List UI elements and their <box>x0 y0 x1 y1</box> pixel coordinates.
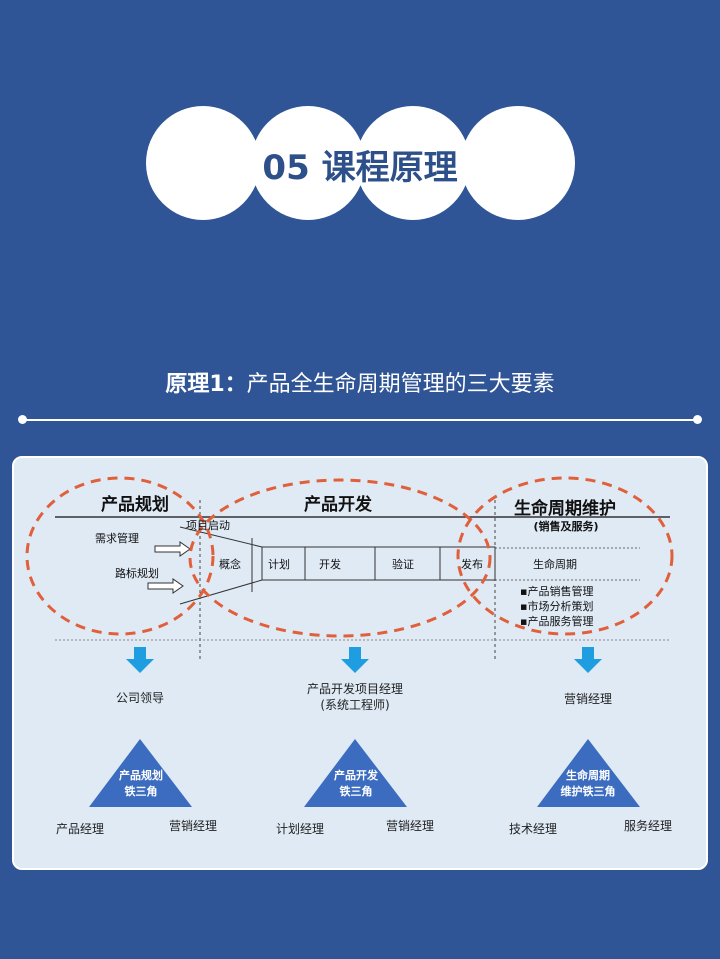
triangle-label: 生命周期 <box>566 768 610 782</box>
arrow-right-icon <box>154 541 191 557</box>
role-label: 营销经理 <box>169 819 217 833</box>
input-roadmap: 路标规划 <box>115 566 159 580</box>
triangle-label: 产品开发 <box>334 768 379 782</box>
role-label: 产品经理 <box>56 822 104 836</box>
arrow-right-icon <box>147 578 184 594</box>
funnel-bottom <box>179 579 263 605</box>
triangle-label: 铁三角 <box>125 784 158 798</box>
divider <box>22 419 698 421</box>
bullet-item: ▪市场分析策划 <box>520 599 593 613</box>
lifecycle-label: 生命周期 <box>533 557 577 571</box>
bullet-item: ▪产品销售管理 <box>520 584 593 598</box>
stage-develop: 开发 <box>319 557 341 571</box>
leader-planning: 公司领导 <box>116 691 164 705</box>
role-label: 计划经理 <box>276 822 324 836</box>
divider-dot <box>693 415 702 424</box>
stage-plan: 计划 <box>268 558 290 571</box>
leader-development: 产品开发项目经理 <box>307 681 403 696</box>
development-ellipse <box>188 478 492 638</box>
title-bubbles <box>146 106 575 220</box>
stage-bar <box>261 546 496 581</box>
role-label: 技术经理 <box>509 822 557 836</box>
triangle-development <box>304 739 407 807</box>
page-title: 05 课程原理 <box>262 148 458 188</box>
project-start: 项目启动 <box>186 519 230 532</box>
leader-lifecycle: 营销经理 <box>564 692 612 706</box>
stage-concept: 概念 <box>219 557 241 571</box>
arrow-down-icon <box>126 647 154 673</box>
triangle-label: 产品规划 <box>119 768 163 782</box>
triangle-planning <box>89 739 192 807</box>
input-requirements: 需求管理 <box>95 531 139 545</box>
divider-dot <box>18 415 27 424</box>
arrow-down-icon <box>574 647 602 673</box>
stage-release: 发布 <box>461 557 483 571</box>
triangle-label: 维护铁三角 <box>561 784 616 798</box>
role-label: 营销经理 <box>386 819 434 833</box>
arrow-down-icon <box>341 647 369 673</box>
bullet-item: ▪产品服务管理 <box>520 614 593 628</box>
phase-lifecycle: 生命周期维护 <box>514 498 616 519</box>
phase-development: 产品开发 <box>304 494 373 515</box>
phase-planning: 产品规划 <box>101 494 169 515</box>
phase-note: (销售及服务) <box>533 519 598 533</box>
funnel-top <box>179 526 263 548</box>
role-label: 服务经理 <box>624 818 672 833</box>
section-subtitle: 原理1：产品全生命周期管理的三大要素 <box>165 372 555 397</box>
leader-development-note: (系统工程师) <box>320 697 389 712</box>
lifecycle-ellipse <box>456 476 674 636</box>
stage-verify: 验证 <box>392 557 414 571</box>
triangle-lifecycle <box>537 739 640 807</box>
triangle-label: 铁三角 <box>340 784 373 798</box>
planning-ellipse <box>25 476 215 636</box>
